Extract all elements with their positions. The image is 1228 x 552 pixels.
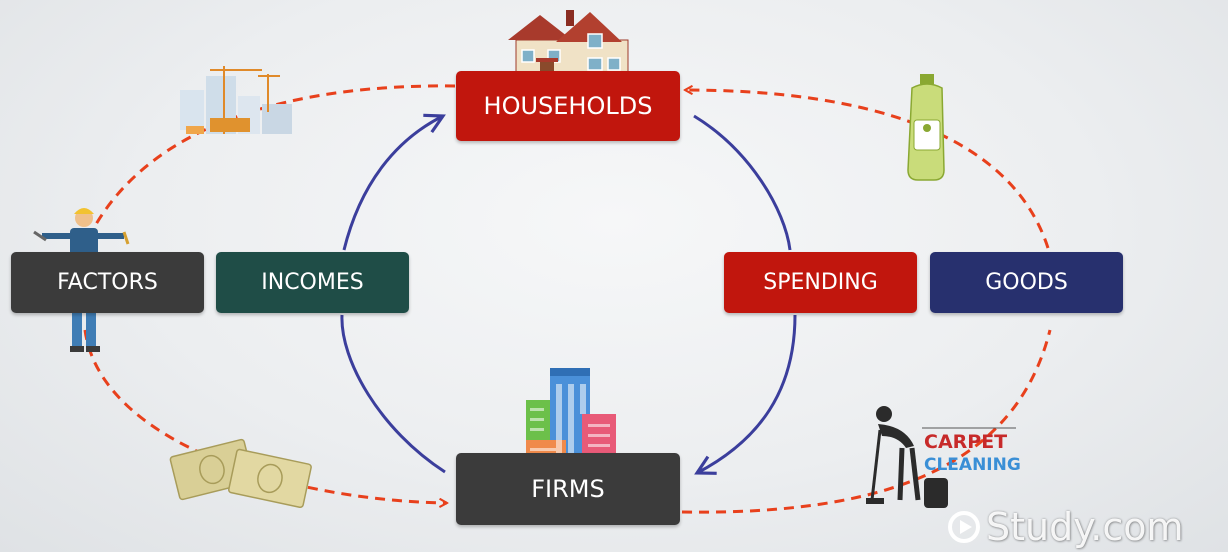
outer-flow-arrows [83, 84, 1052, 514]
flow-goods-to-households [685, 90, 1050, 249]
inner-flow-arrows [340, 114, 797, 474]
carpet-sign-line2: CLEANING [924, 455, 1021, 475]
bottle-icon [907, 74, 945, 181]
flow-firms-to-goods [681, 329, 1052, 514]
watermark-text: Study.com [986, 505, 1184, 549]
flow-factors-to-firms [83, 329, 447, 503]
study-watermark: Study.com [946, 505, 1184, 549]
flow-spending-to-firms [697, 314, 797, 473]
goods-label: GOODS [930, 252, 1123, 313]
flow-households-to-factors [88, 84, 456, 236]
carpet-cleaning-icon: CARPET CLEANING [866, 406, 1021, 508]
spending-label: SPENDING [724, 252, 917, 313]
carpet-sign-line1: CARPET [924, 431, 1007, 453]
incomes-label: INCOMES [216, 252, 409, 313]
flow-households-to-spending [693, 114, 792, 251]
flow-firms-to-incomes [340, 314, 446, 474]
flow-incomes-to-households [342, 116, 443, 251]
house-icon [508, 10, 629, 81]
play-logo-icon [948, 511, 980, 543]
households-node: HOUSEHOLDS [456, 71, 680, 141]
construction-icon [180, 66, 292, 134]
factors-label: FACTORS [11, 252, 204, 313]
firms-node: FIRMS [456, 453, 680, 525]
money-icon [169, 438, 312, 509]
